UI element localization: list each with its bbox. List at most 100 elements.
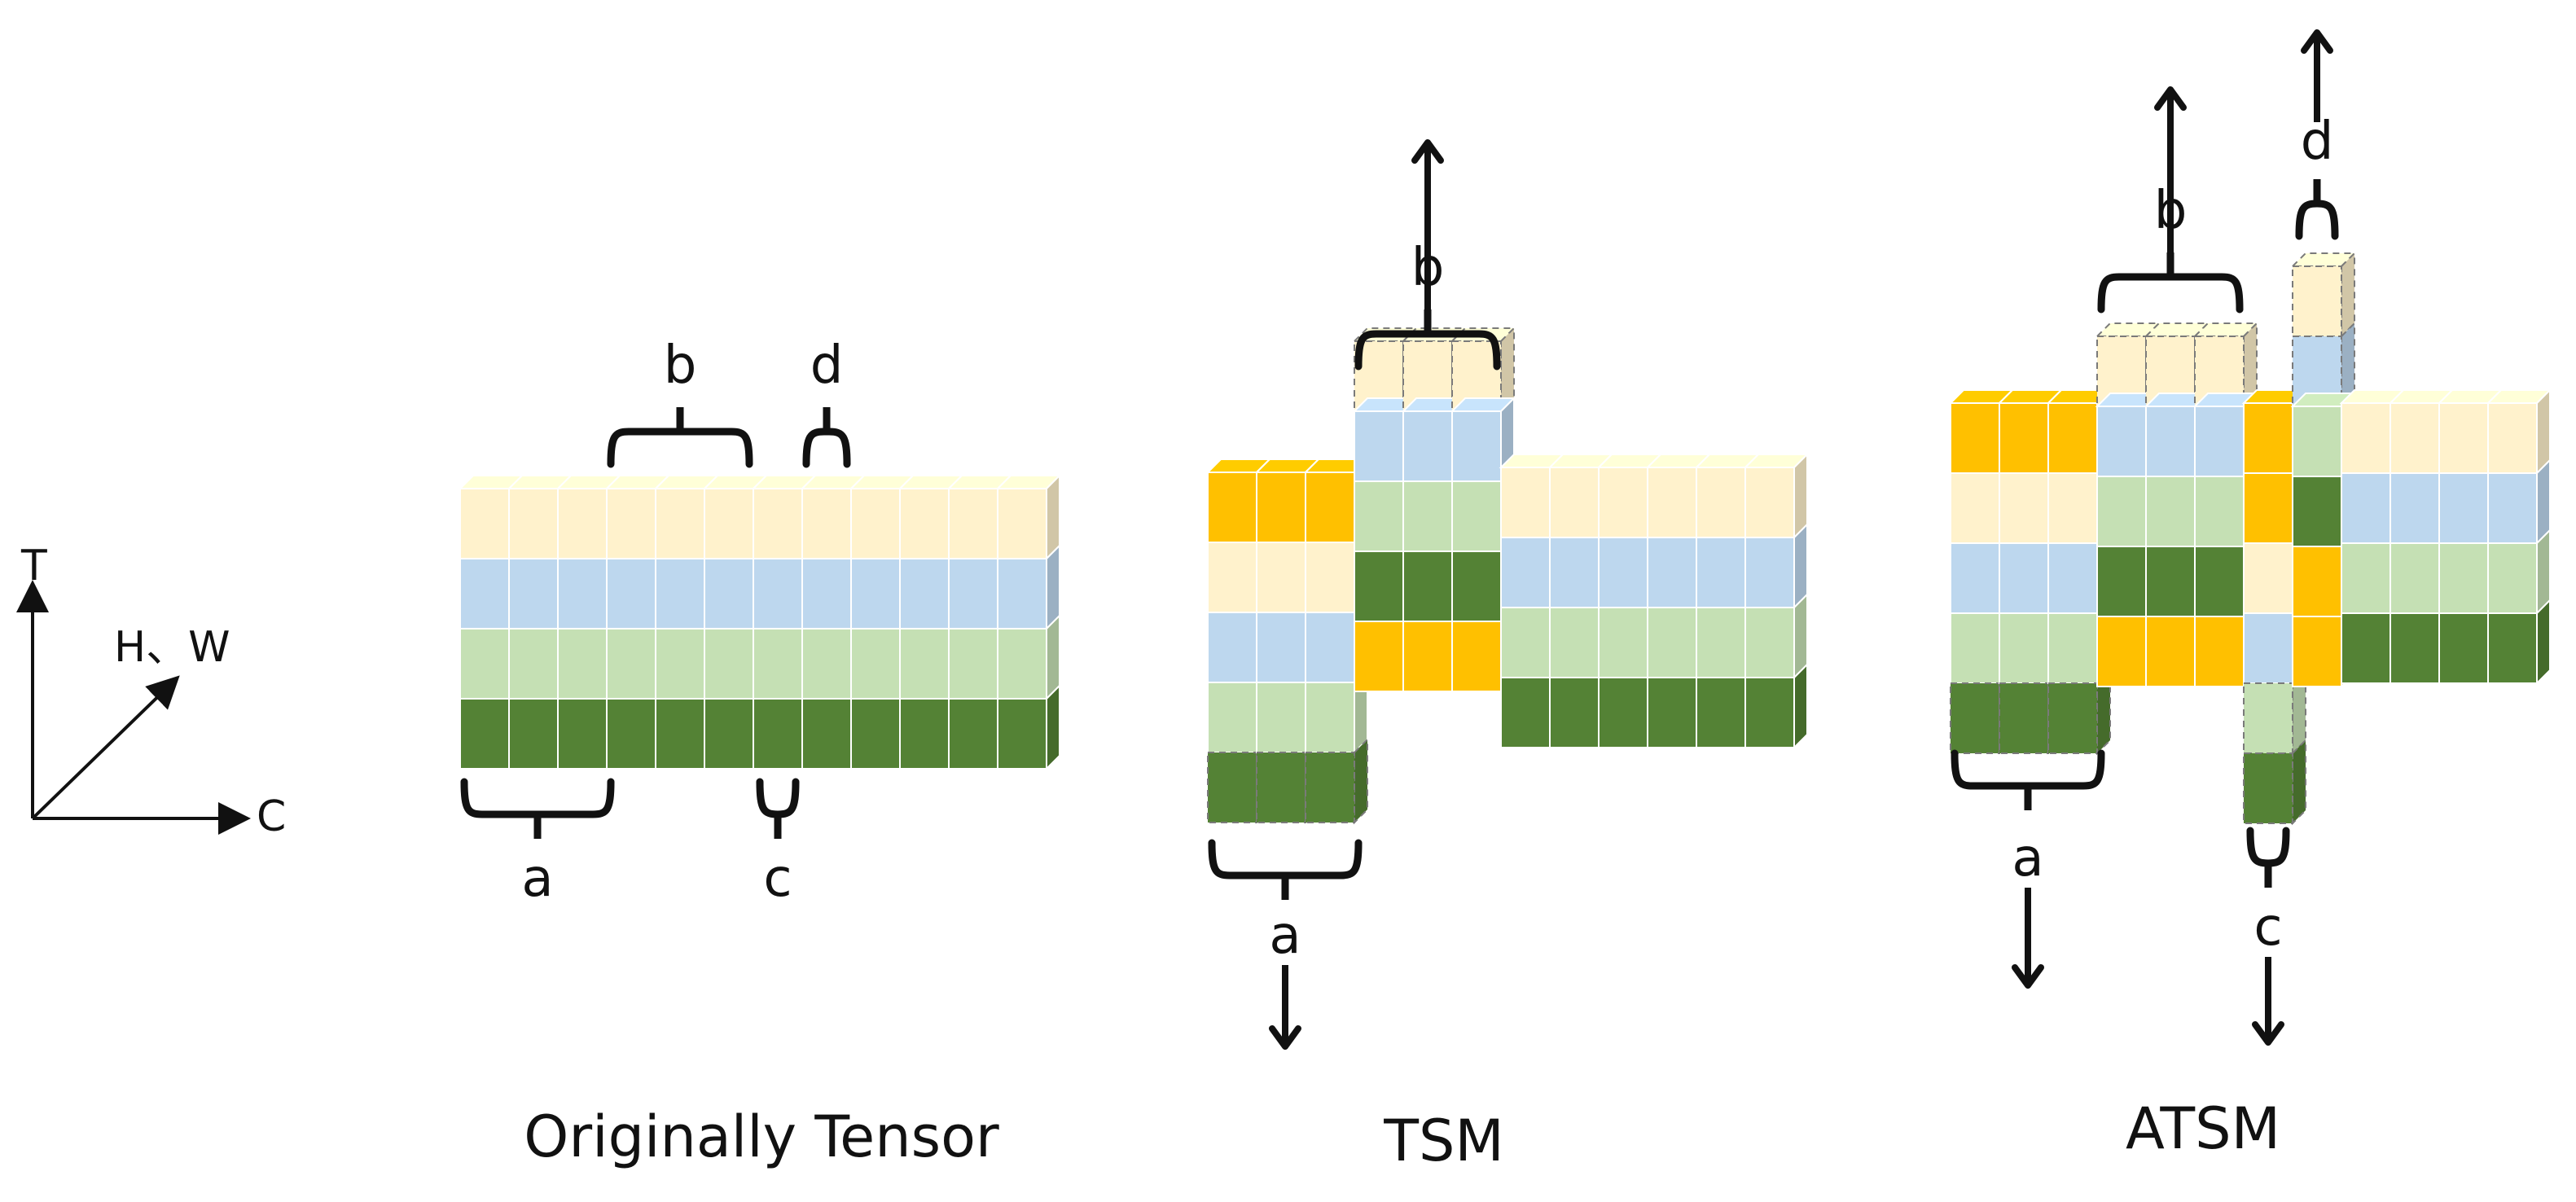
brace-a <box>460 778 615 818</box>
caption-atsm: ATSM <box>2126 1095 2280 1162</box>
tensor-cell <box>801 698 852 770</box>
tensor-cell <box>1500 537 1551 608</box>
label-c: c <box>2253 897 2282 958</box>
arrow-up-d-arrowhead <box>2301 29 2333 54</box>
caption-tsm: TSM <box>1383 1108 1504 1174</box>
tensor-cell <box>2341 472 2391 544</box>
tensor-cell <box>1645 454 1712 538</box>
tensor-cell <box>1950 682 2000 754</box>
tensor-cell <box>948 628 998 700</box>
tensor-cell <box>1744 662 1808 750</box>
tensor-cell <box>1744 522 1808 610</box>
tensor-cell <box>753 558 803 630</box>
arrow-down-a-arrowhead <box>1269 1025 1301 1050</box>
tensor-cell <box>2243 738 2306 826</box>
tensor-cell <box>604 475 671 559</box>
tensor-cell <box>1696 677 1746 748</box>
tensor-cell <box>1598 607 1648 678</box>
tensor-cell <box>751 475 818 559</box>
tensor-cell <box>1547 454 1614 538</box>
label-c: c <box>763 849 792 909</box>
tensor-cell <box>800 475 867 559</box>
tensor-cell <box>508 628 559 700</box>
tensor-cell <box>2438 612 2489 684</box>
arrow-up-b-arrowhead <box>2154 86 2187 111</box>
brace-b <box>2097 273 2244 314</box>
tensor-cell <box>459 628 510 700</box>
tensor-cell <box>946 475 1013 559</box>
tensor-cell <box>2486 388 2552 476</box>
tensor-cell <box>948 558 998 630</box>
tensor-cell <box>2437 389 2504 474</box>
tensor-cell <box>2438 542 2489 614</box>
brace-a <box>1951 749 2105 790</box>
tensor-cell <box>753 628 803 700</box>
brace-c <box>756 778 800 818</box>
caption-original: Originally Tensor <box>524 1103 999 1170</box>
tensor-cell <box>655 558 705 630</box>
brace-a <box>1208 839 1363 880</box>
hw-axis-label: H、W <box>114 623 230 672</box>
tensor-cell <box>1598 677 1648 748</box>
tensor-cell <box>2388 389 2455 474</box>
c-axis-label: C <box>257 792 286 841</box>
tensor-cell <box>801 628 852 700</box>
tensor-cell <box>653 475 720 559</box>
tensor-cell <box>2290 251 2357 339</box>
tensor-cell <box>1999 682 2049 754</box>
tensor-cell <box>1743 452 1810 540</box>
tensor-cell <box>899 558 950 630</box>
tensor-cell <box>459 698 510 770</box>
brace-d <box>802 428 851 468</box>
label-a: a <box>1269 906 1301 966</box>
tensor-cell <box>850 698 901 770</box>
tensor-cell <box>897 475 964 559</box>
arrow-up-b-arrowhead <box>1411 139 1444 164</box>
tensor-cell <box>997 613 1060 701</box>
tensor-cell <box>899 698 950 770</box>
tensor-cell <box>753 698 803 770</box>
label-a: a <box>2012 828 2043 888</box>
tensor-cell <box>704 558 754 630</box>
tensor-cell <box>557 558 608 630</box>
arrow-down-c-arrowhead <box>2252 1021 2284 1046</box>
tensor-cell <box>1500 677 1551 748</box>
tensor-cell <box>2341 542 2391 614</box>
tensor-cell <box>2341 612 2391 684</box>
tensor-cell <box>1549 537 1600 608</box>
tensor-cell <box>2047 668 2111 756</box>
tensor-cell <box>459 558 510 630</box>
tensor-cell <box>1305 737 1368 825</box>
tensor-cell <box>508 698 559 770</box>
tensor-cell <box>704 698 754 770</box>
label-d: d <box>810 336 844 396</box>
tensor-cell <box>606 558 656 630</box>
brace-d <box>2295 200 2339 240</box>
tensor-cell <box>1500 607 1551 678</box>
tensor-cell <box>1303 457 1370 545</box>
tensor-cell <box>1647 607 1697 678</box>
brace-c <box>2246 827 2290 867</box>
tensor-cell <box>1744 592 1808 680</box>
tensor-cell <box>2389 472 2440 544</box>
tensor-cell <box>1696 537 1746 608</box>
label-b: b <box>664 336 697 396</box>
tensor-cell <box>508 558 559 630</box>
tensor-cell <box>1256 752 1306 823</box>
tensor-cell <box>655 628 705 700</box>
tensor-cell <box>606 698 656 770</box>
tensor-cell <box>2487 458 2551 546</box>
tensor-cell <box>702 475 769 559</box>
tensor-cell <box>899 628 950 700</box>
tensor-cell <box>1696 607 1746 678</box>
tensor-cell <box>458 475 524 559</box>
tensor-cell <box>850 628 901 700</box>
tensor-cell <box>655 698 705 770</box>
tensor-cell <box>1549 677 1600 748</box>
tensor-cell <box>995 473 1062 561</box>
tensor-cell <box>704 628 754 700</box>
panel-tsm: ba <box>1205 139 1810 1050</box>
